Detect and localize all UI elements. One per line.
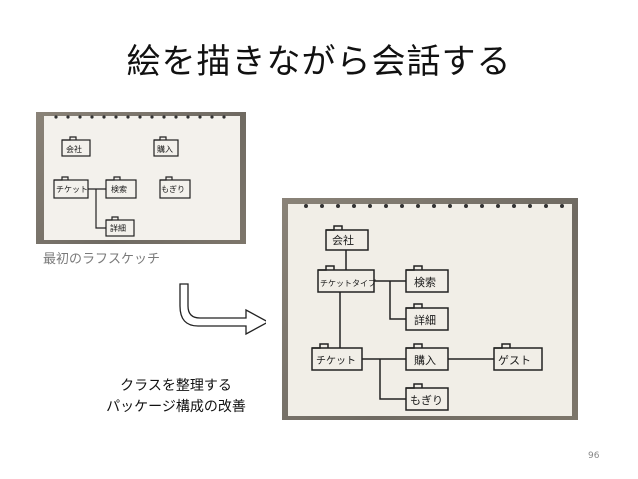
sketch2-label: 検索: [414, 275, 436, 289]
refine-caption-line1: クラスを整理する: [120, 378, 232, 394]
sketch2-label: チケットタイプ: [320, 279, 376, 288]
rough-sketch-caption: 最初のラフスケッチ: [43, 252, 161, 267]
sketch2-label: 購入: [414, 353, 436, 367]
rough-sketch-photo: 会社 購入 チケット 検索 もぎり 詳細: [36, 112, 246, 244]
sketch2-label: もぎり: [410, 393, 443, 407]
sketch2-label: 会社: [332, 233, 354, 247]
sketch2-label: ゲスト: [498, 354, 531, 367]
sketch1-label: 検索: [111, 184, 127, 194]
refine-caption-line2: パッケージ構成の改善: [106, 399, 246, 415]
sketch2-label: 詳細: [414, 313, 436, 327]
sketch1-label: 詳細: [110, 223, 126, 233]
right-arrow-icon: [179, 283, 266, 336]
sketch2-label: チケット: [316, 355, 356, 367]
slide-title: 絵を描きながら会話する: [126, 42, 512, 82]
refined-sketch-photo: 会社 チケットタイプ 検索 詳細 チケット 購入 ゲスト もぎり: [282, 198, 578, 420]
sketch1-label: もぎり: [161, 184, 185, 194]
sketch1-label: 会社: [66, 144, 82, 154]
sketch1-label: 購入: [157, 144, 173, 154]
sketch1-label: チケット: [56, 185, 88, 194]
page-number: 96: [588, 451, 600, 461]
refine-caption: クラスを整理する パッケージ構成の改善: [76, 376, 276, 418]
